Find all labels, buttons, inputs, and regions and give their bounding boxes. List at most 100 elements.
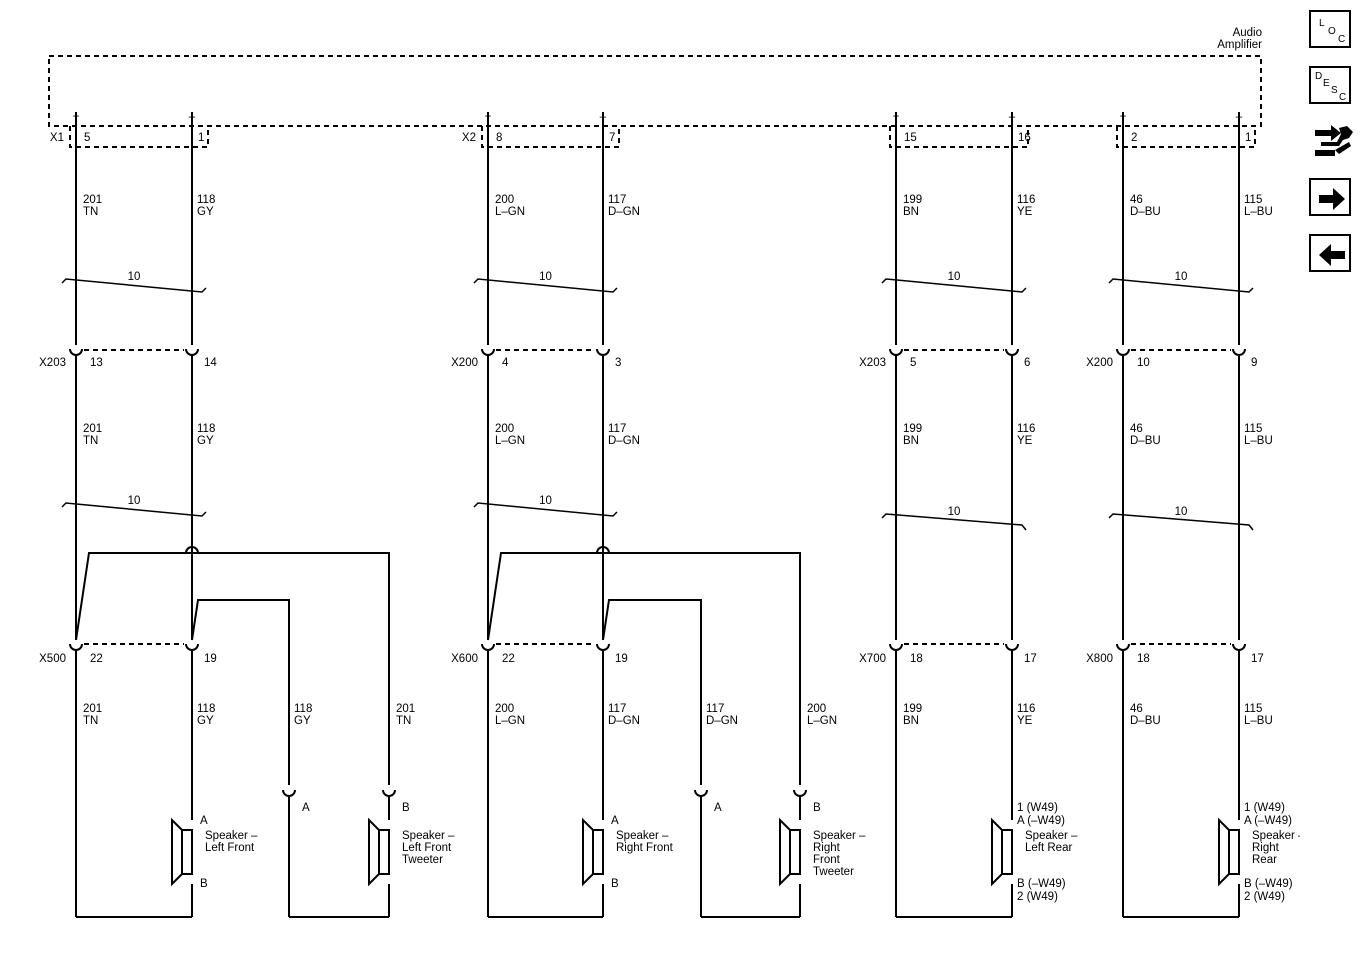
speaker-pin-label: 2 (W49)	[1017, 891, 1058, 903]
wire-color: D–BU	[1130, 206, 1161, 218]
wire-color: YE	[1017, 206, 1033, 218]
tweeter-feed-wire	[75, 552, 390, 785]
inline-terminal-number: 19	[204, 653, 217, 665]
speaker-name: Speaker –	[616, 830, 669, 842]
speaker-name: Speaker –	[1025, 830, 1078, 842]
speaker-icon-magnet	[181, 829, 193, 875]
twisted-pair-marker	[61, 278, 207, 293]
wire-color: D–BU	[1130, 715, 1161, 727]
connector-cavity-icon	[596, 643, 610, 651]
wire-circuit-number: 117	[608, 423, 626, 435]
speaker-icon-cone	[1218, 817, 1230, 887]
speaker-pin-label: B (–W49)	[1017, 878, 1066, 890]
tweeter-pin-letter: A	[302, 802, 310, 814]
loc-letter-o: O	[1328, 26, 1336, 37]
location-button[interactable]: L O C	[1309, 10, 1351, 48]
desc-letter-c: C	[1339, 92, 1346, 103]
twist-rate-label: 10	[539, 495, 552, 507]
speaker-name: Tweeter	[813, 866, 854, 878]
wire-color: TN	[83, 715, 98, 727]
description-button[interactable]: D E S C	[1309, 66, 1351, 104]
wire-color: L–BU	[1244, 715, 1273, 727]
amp-terminal-number: 2	[1131, 132, 1137, 144]
connector-cavity-icon	[889, 348, 903, 356]
amplifier-label-line2: Amplifier	[1217, 39, 1262, 51]
wire-color: YE	[1017, 435, 1033, 447]
amp-terminal-number: 7	[609, 132, 615, 144]
connector-cavity-icon	[185, 643, 199, 651]
wire-color: BN	[903, 206, 919, 218]
speaker-pin-label: 2 (W49)	[1244, 891, 1285, 903]
tweeter-pin-letter: B	[402, 802, 410, 814]
inline-terminal-number: 18	[910, 653, 923, 665]
connector-cavity-icon	[1232, 643, 1246, 651]
wire-color: L–GN	[807, 715, 837, 727]
inline-terminal-number: 9	[1251, 357, 1257, 369]
speaker-pin-label: A (–W49)	[1017, 815, 1065, 827]
connector-cavity-icon	[69, 643, 83, 651]
previous-button[interactable]	[1309, 234, 1351, 272]
speaker-icon-magnet	[592, 829, 604, 875]
speaker-name: Speaker –	[205, 830, 258, 842]
inline-terminal-number: 19	[615, 653, 628, 665]
connector-cavity-icon	[1116, 643, 1130, 651]
speaker-icon-cone	[171, 817, 183, 887]
speaker-name: Left Rear	[1025, 842, 1072, 854]
twisted-pair-marker	[61, 502, 207, 517]
inline-terminal-number: 3	[615, 357, 621, 369]
wire-circuit-number: 116	[1017, 703, 1035, 715]
connector-cavity-icon	[1116, 348, 1130, 356]
speaker-pin-label: A (–W49)	[1244, 815, 1292, 827]
amp-terminal-number: 5	[84, 132, 90, 144]
speaker-name: Left Front	[205, 842, 255, 854]
loc-letter-l: L	[1319, 18, 1325, 29]
tweeter-pin-letter: B	[813, 802, 821, 814]
connector-cavity-icon	[382, 789, 396, 797]
wire-crossover-hop	[185, 546, 199, 554]
tweeter-icon-magnet	[378, 829, 390, 875]
amp-connector-outline	[69, 126, 209, 148]
wire-circuit-number: 200	[807, 703, 826, 715]
tweeter-pin-letter: A	[714, 802, 722, 814]
wire-color: D–GN	[608, 435, 640, 447]
wire-circuit-number: 46	[1130, 194, 1143, 206]
inline-terminal-number: 14	[204, 357, 217, 369]
wire-color: D–BU	[1130, 435, 1161, 447]
speaker-icon-cone	[582, 817, 594, 887]
connector-end-view-button[interactable]	[1309, 120, 1357, 164]
arrow-right-icon	[1319, 188, 1345, 210]
twisted-pair-marker	[473, 278, 618, 293]
twisted-pair-marker	[1108, 513, 1254, 531]
connector-cavity-icon	[481, 348, 495, 356]
inline-connector-name: X800	[1086, 653, 1113, 665]
speaker-name: Tweeter	[402, 854, 443, 866]
twisted-pair-marker	[881, 513, 1027, 531]
amp-terminal-number: 1	[1245, 132, 1251, 144]
twist-rate-label: 10	[128, 495, 141, 507]
speaker-pin-letter: B	[611, 878, 619, 890]
speaker-name: Speaker –	[813, 830, 866, 842]
inline-terminal-number: 22	[502, 653, 515, 665]
speaker-pin-letter: A	[611, 815, 619, 827]
speaker-pin-label: 1 (W49)	[1017, 802, 1058, 814]
twist-rate-label: 10	[128, 271, 141, 283]
inline-terminal-number: 10	[1137, 357, 1150, 369]
wire-circuit-number: 46	[1130, 423, 1143, 435]
inline-terminal-number: 22	[90, 653, 103, 665]
twisted-pair-marker	[881, 278, 1027, 293]
speaker-pin-letter: A	[200, 815, 208, 827]
amp-terminal-number: 8	[496, 132, 502, 144]
next-button[interactable]	[1309, 178, 1351, 216]
inline-connector-name: X200	[451, 357, 478, 369]
wire-circuit-number: 115	[1244, 703, 1262, 715]
wire-color: TN	[83, 206, 98, 218]
speaker-icon-magnet	[1001, 829, 1013, 875]
speaker-pin-letter: B	[200, 878, 208, 890]
tweeter-icon-cone	[779, 817, 791, 887]
audio-amplifier: Audio Amplifier	[48, 27, 1262, 127]
wire-circuit-number: 117	[706, 703, 724, 715]
tweeter-feed-wire	[602, 599, 702, 785]
wire-circuit-number: 118	[197, 703, 215, 715]
wire-circuit-number: 200	[495, 423, 514, 435]
